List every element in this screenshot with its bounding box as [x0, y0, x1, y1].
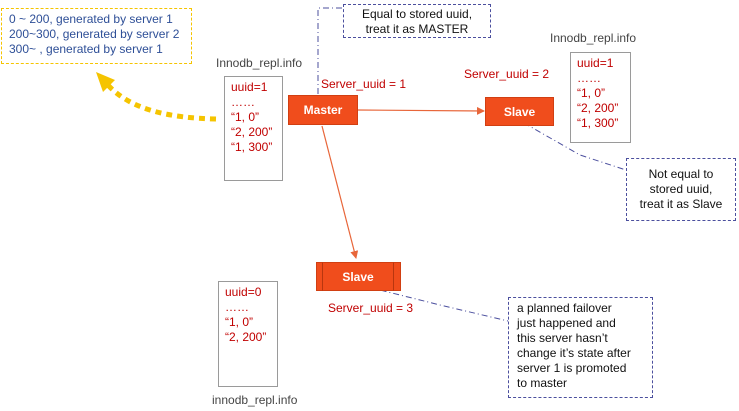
slave-right-node-label: Slave: [503, 104, 536, 119]
range-note-line-1: 0 ~ 200, generated by server 1: [9, 12, 173, 26]
slave-bottom-info-line: ……: [225, 300, 249, 314]
slave-bottom-info-line: “2, 200”: [225, 330, 267, 344]
slave-bottom-info-box: uuid=0 …… “1, 0” “2, 200”: [218, 281, 278, 387]
slave-bottom-node-label: Slave: [342, 269, 374, 284]
slave-right-info-line: “1, 0”: [577, 86, 606, 100]
master-note-line-2: treat it as MASTER: [365, 22, 469, 36]
master-info-line: “2, 200”: [231, 125, 273, 139]
slave-bottom-server-uuid: Server_uuid = 3: [328, 301, 414, 315]
slave-right-info-line: ……: [577, 71, 601, 85]
slave-bottom-info-title: innodb_repl.info: [212, 393, 298, 407]
master-info-line: ……: [231, 95, 255, 109]
slave-right-info-title: Innodb_repl.info: [550, 31, 637, 45]
master-note-callout: [317, 7, 343, 94]
master-info-title: Innodb_repl.info: [216, 56, 303, 70]
range-pointer-arrow: [105, 82, 217, 122]
master-note-line-1: Equal to stored uuid,: [361, 7, 473, 21]
master-server-uuid: Server_uuid = 1: [321, 77, 407, 91]
replication-arrow-down: [321, 125, 359, 259]
slave-right-info-box: uuid=1 …… “1, 0” “2, 200” “1, 300”: [570, 52, 631, 143]
slave-right-info-line: “1, 300”: [577, 116, 619, 130]
slave-right-info-line: “2, 200”: [577, 101, 619, 115]
master-info-box: uuid=1 …… “1, 0” “2, 200” “1, 300”: [224, 76, 283, 181]
slave-bottom-info-line: uuid=0: [225, 285, 262, 299]
failover-note-line-4: change it’s state after: [517, 346, 631, 360]
slave-right-server-uuid: Server_uuid = 2: [464, 67, 550, 81]
failover-note-line-3: this server hasn’t: [517, 331, 608, 345]
master-node: Master: [288, 95, 358, 125]
slave-bottom-node: Slave: [322, 262, 394, 291]
slave-note-callout: [523, 122, 627, 171]
failover-note-line-2: just happened and: [517, 316, 616, 330]
slave-note-line-3: treat it as Slave: [639, 197, 723, 211]
master-info-line: uuid=1: [231, 80, 268, 94]
slave-right-info-line: uuid=1: [577, 56, 614, 70]
range-note-line-2: 200~300, generated by server 2: [9, 27, 180, 41]
slave-bottom-info-line: “1, 0”: [225, 315, 254, 329]
range-pointer-arrowhead: [96, 72, 115, 92]
slave-note-line-2: stored uuid,: [649, 182, 713, 196]
failover-note: a planned failover just happened and thi…: [508, 297, 653, 398]
slave-right-node: Slave: [485, 97, 554, 126]
failover-note-callout: [367, 286, 509, 322]
failover-note-line-5: server 1 is promoted: [517, 361, 627, 375]
failover-note-line-1: a planned failover: [517, 301, 612, 315]
slave-note-line-1: Not equal to: [648, 167, 714, 181]
master-info-line: “1, 0”: [231, 110, 260, 124]
range-note: 0 ~ 200, generated by server 1 200~300, …: [1, 8, 192, 64]
master-node-label: Master: [303, 103, 343, 117]
master-info-line: “1, 300”: [231, 140, 273, 154]
range-note-line-3: 300~ , generated by server 1: [9, 42, 163, 56]
master-note: Equal to stored uuid, treat it as MASTER: [343, 4, 491, 38]
slave-note: Not equal to stored uuid, treat it as Sl…: [626, 158, 736, 221]
failover-note-line-6: to master: [517, 376, 568, 390]
replication-arrow-right: [356, 106, 485, 115]
